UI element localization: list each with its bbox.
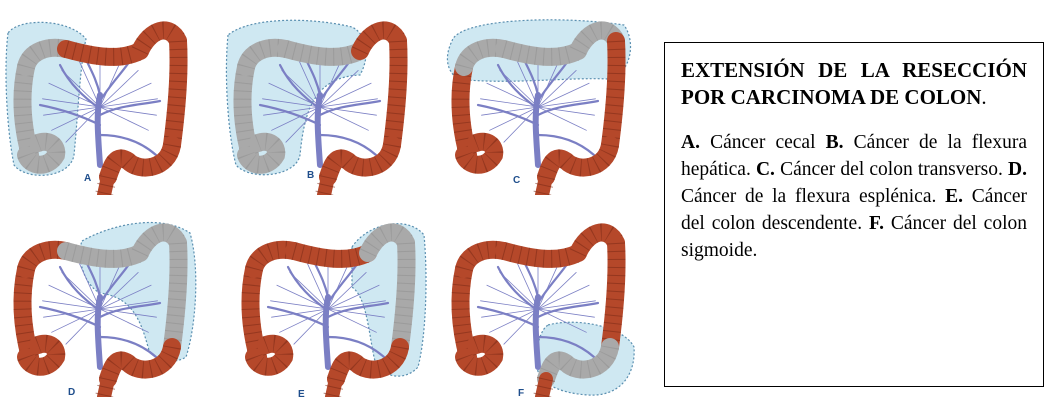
colon-segment-ascending [243,67,250,155]
caption-item-letter: C. [756,159,775,180]
colon-segment-cecum [26,344,56,367]
colon-segment-cecum [464,142,494,165]
panel-letter-d: D [68,387,75,398]
panel-letter-b: B [307,170,314,181]
caption-title: EXTENSIÓN DE LA RESECCIÓN POR CARCINOMA … [681,57,1027,111]
caption-title-period: . [981,85,986,109]
colon-diagram-d [0,207,200,397]
panel-b: B [220,5,420,205]
colon-segment-cecum [464,344,494,367]
colon-diagram-b [220,5,420,195]
caption-item-text: Cáncer cecal [700,132,826,153]
panel-letter-a: A [84,173,91,184]
panel-f: F [438,207,638,407]
colon-diagram-a [0,5,200,195]
caption-item-letter: A. [681,132,700,153]
caption-item-letter: E. [945,186,963,207]
vessel-arcade [538,264,558,309]
caption-item-letter: D. [1008,159,1027,180]
vessel-arcade [328,264,348,309]
panel-letter-e: E [298,389,305,400]
colon-resection-figures: A B C D E F [0,0,640,410]
caption-item-text: Cáncer de la flexura esplénica. [681,186,945,207]
panel-letter-f: F [518,388,524,399]
panel-d: D [0,207,200,407]
caption-box: EXTENSIÓN DE LA RESECCIÓN POR CARCINOMA … [664,42,1044,387]
caption-item-letter: B. [826,132,844,153]
caption-body: A. Cáncer cecal B. Cáncer de la flexura … [681,129,1027,264]
colon-segment-ascending [23,269,30,357]
colon-segment-ascending [461,67,468,155]
panel-e: E [228,207,428,407]
colon-diagram-e [228,207,428,397]
panel-a: A [0,5,200,205]
colon-diagram-f [438,207,638,397]
panel-letter-c: C [513,175,520,186]
panel-c: C [438,5,638,205]
colon-diagram-c [438,5,638,195]
vessel-arcade [100,62,120,107]
caption-item-text: Cáncer del colon transverso. [775,159,1008,180]
colon-segment-ascending [251,269,258,357]
colon-segment-ascending [23,67,30,155]
caption-item-letter: F. [869,213,884,234]
colon-segment-ascending [461,269,468,357]
caption-title-text: EXTENSIÓN DE LA RESECCIÓN POR CARCINOMA … [681,58,1027,109]
colon-segment-cecum [254,344,284,367]
